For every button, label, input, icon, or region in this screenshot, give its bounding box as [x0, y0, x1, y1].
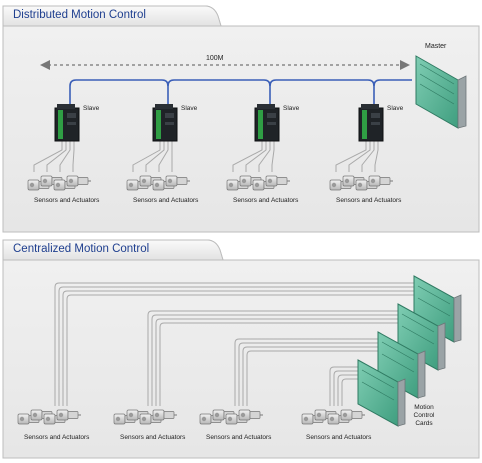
- cards-label-line: Cards: [415, 420, 433, 427]
- distributed-title: Distributed Motion Control: [13, 9, 146, 21]
- slave-label: Slave: [283, 105, 300, 112]
- distance-label: 100M: [206, 55, 224, 62]
- sensors-actuators-label: Sensors and Actuators: [24, 434, 90, 441]
- centralized-motor-groups: [17, 409, 365, 425]
- motor-icon: [368, 175, 393, 187]
- motion-control-cards-label: Motion Control Cards: [407, 404, 441, 428]
- sensors-actuators-label: Sensors and Actuators: [206, 434, 272, 441]
- master-card-icon: [415, 55, 467, 129]
- control-cable: [58, 286, 415, 406]
- double-arrow-icon: [40, 60, 410, 70]
- slave-label: Slave: [83, 105, 100, 112]
- slave-module-icon: [358, 104, 384, 142]
- sensors-actuators-label: Sensors and Actuators: [233, 197, 299, 204]
- slave-wiring: [33, 140, 75, 172]
- slave-wiring: [132, 140, 173, 172]
- control-cable: [147, 310, 398, 406]
- slave-units: [27, 104, 393, 191]
- control-cable: [333, 370, 358, 406]
- control-cable: [54, 282, 415, 406]
- motor-group: [27, 175, 91, 191]
- motor-group: [113, 409, 177, 425]
- sensors-actuators-label: Sensors and Actuators: [306, 434, 372, 441]
- motor-group: [301, 409, 365, 425]
- control-cable: [155, 318, 398, 406]
- control-cable: [234, 338, 378, 406]
- motor-group: [199, 409, 263, 425]
- control-cable: [246, 350, 378, 406]
- motor-icon: [152, 409, 177, 421]
- slave-module-icon: [152, 104, 178, 142]
- cards-label-line: Motion: [414, 404, 434, 411]
- sensors-actuators-label: Sensors and Actuators: [133, 197, 199, 204]
- motor-icon: [165, 175, 190, 187]
- slave-wiring: [232, 140, 275, 172]
- master-label: Master: [425, 43, 447, 50]
- motion-card-stack: [357, 275, 462, 427]
- control-cable: [159, 322, 398, 406]
- sensors-actuators-label: Sensors and Actuators: [336, 197, 402, 204]
- sensors-actuators-label: Sensors and Actuators: [34, 197, 100, 204]
- network-cable: [69, 79, 412, 108]
- motor-icon: [265, 175, 290, 187]
- control-cable: [337, 374, 358, 406]
- slave-label: Slave: [181, 105, 198, 112]
- control-cable-bundles: [54, 282, 415, 406]
- motor-group: [126, 175, 190, 191]
- motor-group: [329, 175, 393, 191]
- centralized-title: Centralized Motion Control: [13, 243, 150, 255]
- control-cable: [66, 294, 415, 406]
- motor-group: [17, 409, 81, 425]
- motor-icon: [56, 409, 81, 421]
- slave-module-icon: [54, 104, 80, 142]
- control-cable: [238, 342, 378, 406]
- control-cable: [62, 290, 415, 406]
- slave-wiring: [335, 140, 379, 172]
- motor-icon: [238, 409, 263, 421]
- control-cable: [151, 314, 398, 406]
- control-cable: [242, 346, 378, 406]
- control-cable: [329, 366, 358, 406]
- control-cable: [341, 378, 358, 406]
- motor-icon: [340, 409, 365, 421]
- slave-label: Slave: [387, 105, 404, 112]
- motor-group: [226, 175, 290, 191]
- distributed-panel: [2, 5, 480, 233]
- sensors-actuators-label: Sensors and Actuators: [120, 434, 186, 441]
- motor-icon: [66, 175, 91, 187]
- motion-card-icon: [357, 359, 406, 427]
- cards-label-line: Control: [413, 412, 435, 419]
- slave-module-icon: [254, 104, 280, 142]
